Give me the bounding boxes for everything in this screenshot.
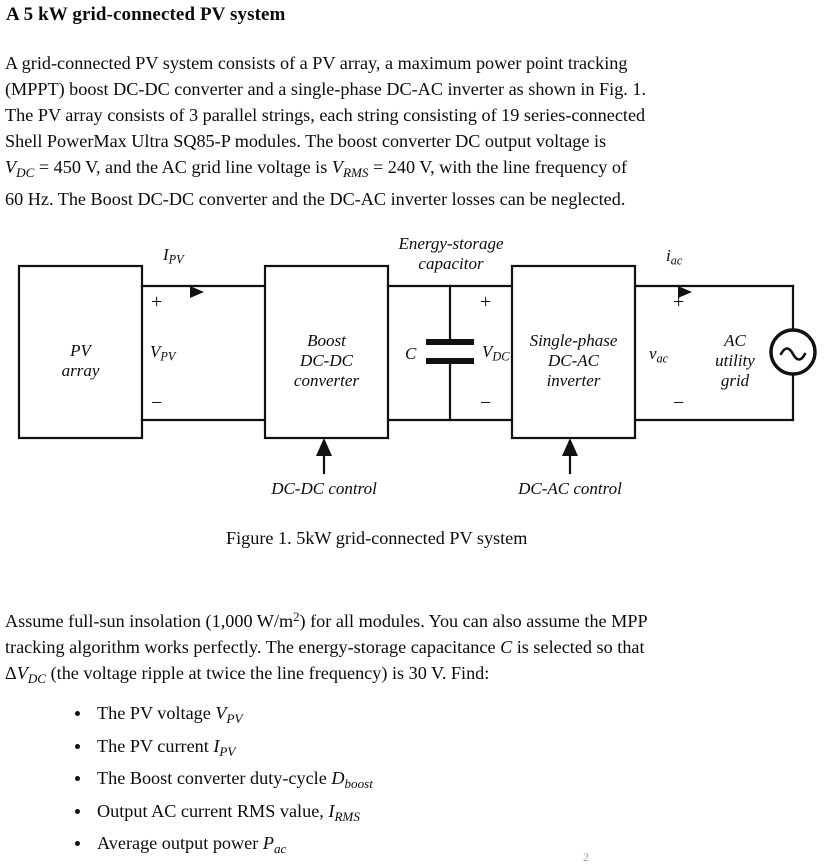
i-pv-label: IPV (163, 245, 184, 267)
list-item-text: The PV current (97, 735, 214, 756)
dcac-control-arrowhead (562, 438, 578, 456)
intro-line-1: A grid-connected PV system consists of a… (5, 53, 628, 73)
v-ac-label: vac (649, 344, 669, 366)
list-item-text: The Boost converter duty-cycle (97, 768, 332, 789)
boost-converter-box (263, 264, 390, 440)
dcac-control-label: DC-AC control (518, 479, 622, 498)
assumptions-line-1: Assume full-sun insolation (1,000 W/m2) … (5, 610, 648, 631)
dcdc-control-arrowhead (316, 438, 332, 456)
bullet-icon (75, 711, 80, 717)
assumptions-line-2: tracking algorithm works perfectly. The … (5, 636, 645, 657)
pv-array-box (17, 264, 144, 440)
dc-minus-sign: − (480, 392, 492, 414)
inverter-box (510, 264, 637, 440)
intro-line-4: Shell PowerMax Ultra SQ85-P modules. The… (5, 131, 607, 152)
capacitor-c-label: C (405, 344, 417, 363)
v-pv-label: VPV (150, 342, 176, 364)
intro-paragraph: A grid-connected PV system consists of a… (5, 50, 830, 212)
dc-plus-sign: + (480, 291, 492, 313)
list-item-text: The PV voltage (97, 703, 216, 723)
pv-plus-sign: + (151, 291, 163, 313)
intro-line-6: 60 Hz. The Boost DC-DC converter and the… (5, 189, 626, 210)
bullet-icon (75, 808, 80, 814)
intro-line-3: The PV array consists of 3 parallel stri… (5, 105, 646, 126)
i-ac-label: iac (666, 246, 683, 268)
list-item: The Boost converter duty-cycle Dboost (0, 765, 640, 798)
ac-plus-sign: + (673, 291, 685, 313)
cut-off-superscript: 2 (583, 850, 589, 864)
intro-line-2: (MPPT) boost DC-DC converter and a singl… (5, 79, 647, 100)
bullet-icon (75, 841, 80, 847)
i-ac-arrowhead (678, 286, 692, 298)
find-list: The PV voltage VPV The PV current IPV Th… (0, 700, 640, 863)
list-item-text: Average output power (97, 833, 263, 854)
list-item-text: Output AC current RMS value, (97, 800, 329, 821)
ac-minus-sign: − (673, 392, 685, 414)
v-dc-label: VDC (482, 342, 510, 364)
list-item: Output AC current RMS value, IRMS (0, 798, 640, 831)
list-item: Average output power Pac (0, 830, 640, 863)
capacitor-symbol (426, 339, 474, 364)
ac-sine-icon (779, 347, 807, 361)
bullet-icon (75, 776, 80, 782)
bullet-icon (75, 743, 80, 749)
assumptions-paragraph: Assume full-sun insolation (1,000 W/m2) … (5, 604, 830, 692)
figure-caption: Figure 1. 5kW grid-connected PV system (226, 528, 528, 548)
list-item: The PV current IPV (0, 733, 640, 766)
i-pv-arrowhead (190, 286, 204, 298)
block-diagram-svg (17, 264, 817, 475)
page-title: A 5 kW grid-connected PV system (6, 4, 286, 25)
intro-line-5: VDC = 450 V, and the AC grid line voltag… (5, 157, 628, 181)
list-item: The PV voltage VPV (0, 700, 640, 733)
pv-minus-sign: − (151, 392, 163, 414)
dcdc-control-label: DC-DC control (271, 479, 377, 498)
assumptions-line-3: ΔVDC (the voltage ripple at twice the li… (5, 663, 490, 686)
